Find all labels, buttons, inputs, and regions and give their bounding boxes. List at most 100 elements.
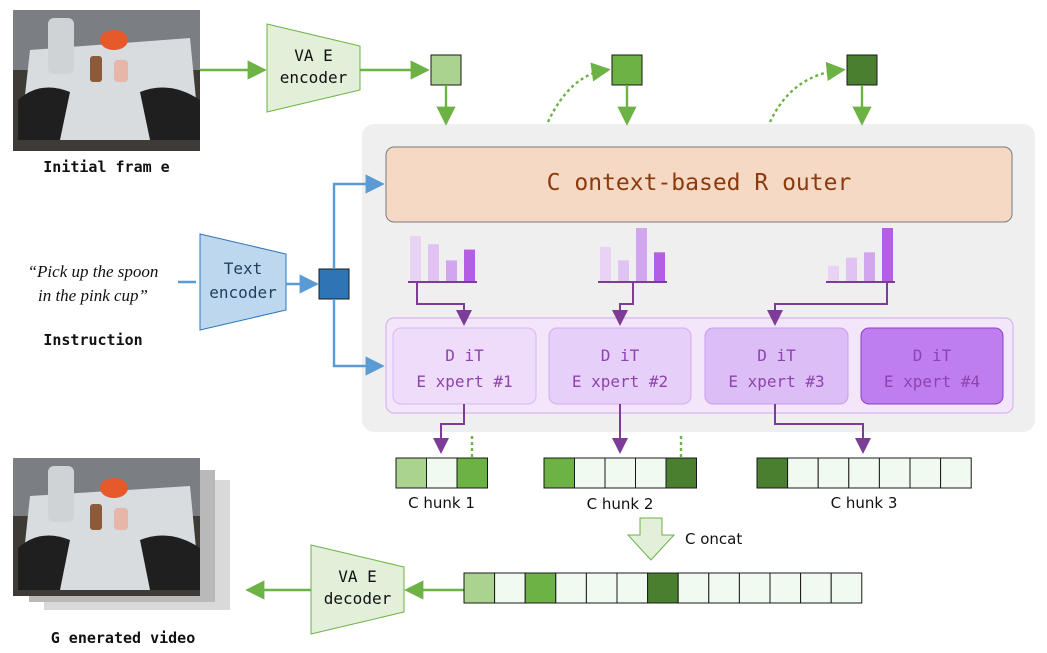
chunk-cell — [800, 572, 832, 604]
expert-4-label: D iT E xpert #4 — [861, 343, 1003, 395]
chunk-cell — [395, 457, 427, 489]
router-label: C ontext-based R outer — [546, 170, 852, 196]
expert-1-label: D iT E xpert #1 — [393, 343, 536, 395]
concat-arrow — [626, 517, 676, 561]
chunk-cell — [738, 572, 771, 604]
vae-decoder-block — [310, 544, 405, 635]
router-scores-1 — [408, 236, 477, 283]
expert-3-line2: E xpert #3 — [728, 372, 825, 391]
concat-label: C oncat — [685, 530, 743, 548]
router-score-bar — [410, 236, 421, 282]
initial-frame-image — [13, 10, 200, 151]
chunk-1-cells — [395, 457, 488, 489]
chunk-cell — [585, 572, 618, 604]
chunk-cell — [830, 572, 863, 604]
expert-4-line2: E xpert #4 — [883, 372, 981, 391]
feedback-arrow-2 — [768, 61, 846, 123]
vae-encoder-block — [266, 23, 361, 113]
chunk-2-label: C hunk 2 — [586, 495, 654, 513]
expert-2-line2: E xpert #2 — [571, 372, 669, 391]
chunk-cell — [426, 457, 458, 489]
text-encoder-line2: encoder — [209, 283, 277, 302]
router-box — [385, 146, 1013, 223]
router-score-bar — [428, 244, 439, 282]
vae-decoder-line2: decoder — [323, 589, 392, 608]
chunk-cell — [817, 457, 850, 489]
vae-encoder-label: VA E encoder — [267, 45, 360, 89]
chunk-1-label: C hunk 1 — [408, 494, 475, 512]
chunk-2-cells — [543, 457, 697, 489]
instruction-line1: “Pick up the spoon — [27, 262, 159, 281]
chunk-cell — [769, 572, 802, 604]
vae-decoder-label: VA E decoder — [311, 566, 404, 610]
expert-4-line1: D iT — [912, 346, 952, 365]
chunk-cell — [604, 457, 636, 489]
vae-encoder-line1: VA E — [294, 46, 333, 65]
chunk-cell — [555, 572, 587, 604]
text-embedding-square — [318, 268, 350, 300]
router-score-bar — [636, 228, 647, 282]
route-arrow-3 — [767, 282, 888, 326]
concatenated-sequence-cells — [463, 572, 863, 604]
generated-video-label: G enerated video — [50, 629, 196, 647]
latent-square-3 — [846, 54, 878, 86]
vae-encoder-line2: encoder — [279, 68, 348, 87]
router-score-bar — [864, 252, 875, 282]
embedding-to-experts-arrow — [332, 299, 385, 376]
instruction-line2: in the pink cup” — [37, 286, 148, 305]
chunk-cell — [848, 457, 880, 489]
vae-decoder-line1: VA E — [338, 567, 377, 586]
text-encoder-label: Text encoder — [200, 257, 286, 305]
router-score-bar — [464, 249, 475, 282]
chunk-cell — [574, 457, 606, 489]
initial-frame-label: Initial fram e — [43, 158, 170, 176]
chunk-3-label: C hunk 3 — [830, 494, 898, 512]
chunk-cell — [909, 457, 942, 489]
router-score-bar — [600, 246, 611, 282]
instruction-label: Instruction — [43, 331, 143, 349]
router-scores-3 — [826, 228, 895, 283]
expert-2-line1: D iT — [600, 346, 640, 365]
latent-square-1 — [430, 54, 462, 86]
router-score-bar — [654, 252, 665, 282]
expert-3-line1: D iT — [757, 346, 796, 365]
embedding-to-router-arrow — [332, 174, 385, 269]
chunk-cell — [524, 572, 557, 604]
latent-square-2 — [611, 54, 643, 86]
chunk-cell — [940, 457, 972, 489]
expert-1-line2: E xpert #1 — [416, 372, 513, 391]
chunk-cell — [543, 457, 575, 489]
chunk-cell — [456, 457, 488, 489]
feedback-arrow-1 — [546, 62, 611, 123]
route-arrow-2 — [612, 282, 634, 326]
text-encoder-block — [199, 233, 287, 331]
router-score-bar — [446, 260, 457, 282]
expert-1-line1: D iT — [445, 346, 484, 365]
router-score-bar — [618, 260, 629, 282]
expert-2-label: D iT E xpert #2 — [549, 343, 691, 395]
chunk-cell — [463, 572, 496, 604]
expert-box-4 — [860, 327, 1004, 405]
instruction-text: “Pick up the spoon in the pink cup” — [8, 260, 178, 308]
expert-3-label: D iT E xpert #3 — [705, 343, 848, 395]
chunk-cell — [756, 457, 789, 489]
chunk-cell — [878, 457, 911, 489]
text-encoder-line1: Text — [223, 259, 263, 278]
chunk-cell — [708, 572, 740, 604]
expert-box-3 — [704, 327, 849, 405]
chunk-cell — [665, 457, 697, 489]
chunk-cell — [635, 457, 667, 489]
chunk-cell — [787, 457, 819, 489]
router-score-bar — [882, 228, 893, 282]
chunk-cell — [494, 572, 526, 604]
chunk-cell — [647, 572, 679, 604]
generated-video-image — [13, 458, 230, 610]
chunk-3-cells — [756, 457, 972, 489]
router-score-bar — [846, 257, 857, 282]
chunk-cell — [616, 572, 649, 604]
route-arrow-1 — [416, 282, 472, 326]
router-score-bar — [828, 265, 839, 282]
experts-container — [385, 317, 1014, 414]
expert1-to-chunk1-arrow — [433, 404, 465, 454]
